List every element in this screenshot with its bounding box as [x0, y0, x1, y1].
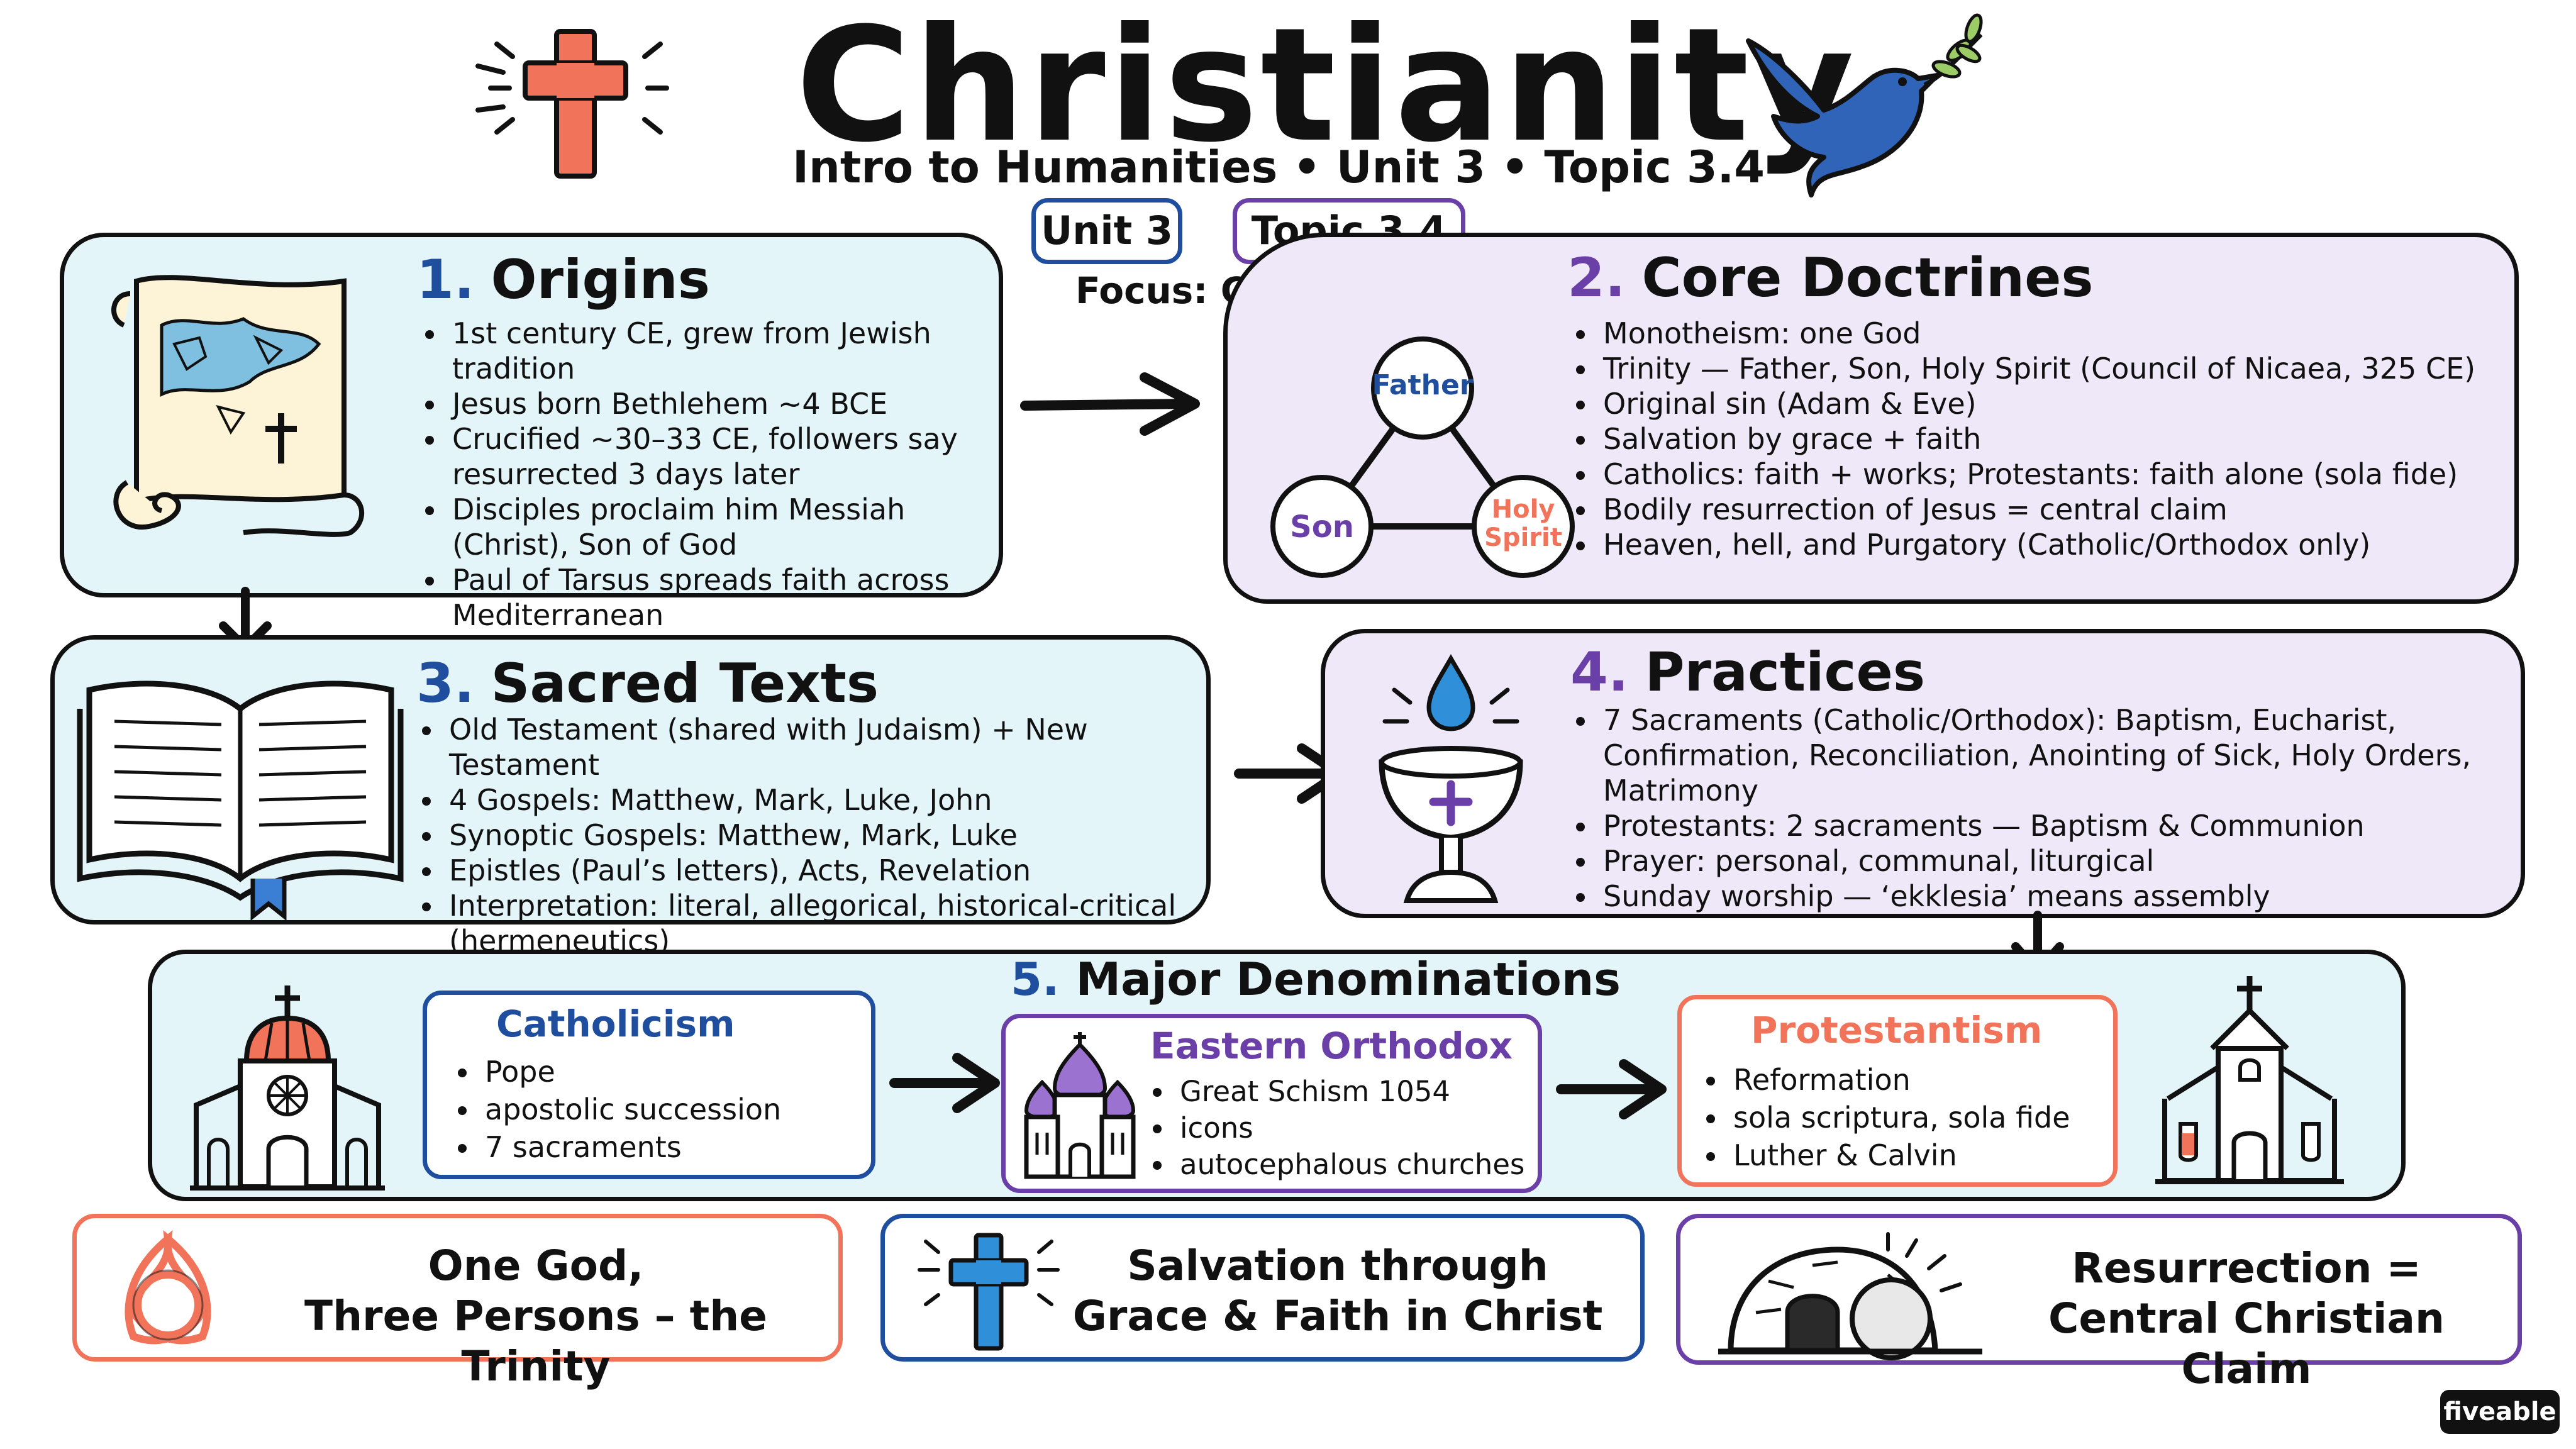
list-item: Jesus born Bethlehem ~4 BCE — [447, 386, 1013, 421]
triquetra-icon — [125, 1230, 211, 1345]
trinity-diagram — [1270, 336, 1575, 578]
arrow-right-icon — [1020, 372, 1200, 436]
orthodox-list: Great Schism 1054 icons autocephalous ch… — [1147, 1074, 1565, 1183]
onion-dome-church-icon — [1024, 1032, 1136, 1179]
list-item: Synoptic Gospels: Matthew, Mark, Luke — [444, 818, 1230, 853]
catholicism-list: Pope apostolic succession 7 sacraments — [452, 1053, 882, 1166]
texts-list: Old Testament (shared with Judaism) + Ne… — [416, 712, 1230, 958]
doctrines-title: 2.Core Doctrines — [1567, 247, 2094, 309]
list-item: icons — [1175, 1110, 1565, 1146]
orthodox-title: Eastern Orthodox — [1150, 1024, 1513, 1067]
trinity-summary-line-1: One God, — [428, 1241, 644, 1290]
father-node — [1371, 336, 1474, 440]
list-item: 7 sacraments — [480, 1128, 882, 1166]
spirit-label-1: Holy — [1491, 495, 1555, 524]
list-item: Old Testament (shared with Judaism) + Ne… — [444, 712, 1230, 782]
doctrines-list: Monotheism: one God Trinity — Father, So… — [1570, 316, 2529, 562]
page-subtitle: Intro to Humanities • Unit 3 • Topic 3.4 — [792, 142, 1765, 193]
practices-panel: 4.Practices 7 Sacraments (Catholic/Ortho… — [1321, 629, 2525, 918]
protestantism-title: Protestantism — [1751, 1009, 2043, 1052]
list-item: Catholics: faith + works; Protestants: f… — [1598, 457, 2529, 492]
orthodox-box: Eastern Orthodox Great Schism 1054 icons… — [1001, 1014, 1542, 1193]
cross-icon — [475, 29, 669, 179]
list-item: Paul of Tarsus spreads faith across Medi… — [447, 562, 1013, 633]
origins-panel: 1.Origins 1st century CE, grew from Jewi… — [60, 233, 1003, 632]
page-title: Christianity — [796, 0, 1857, 177]
texts-title: 3.Sacred Texts — [416, 652, 879, 715]
dove-icon — [1746, 13, 1983, 197]
trinity-summary-box: One God, Three Persons – the Trinity — [72, 1214, 843, 1391]
list-item: 7 Sacraments (Catholic/Orthodox): Baptis… — [1598, 702, 2504, 808]
practices-list: 7 Sacraments (Catholic/Orthodox): Baptis… — [1570, 702, 2504, 914]
list-item: Trinity — Father, Son, Holy Spirit (Coun… — [1598, 351, 2529, 386]
list-item: autocephalous churches — [1175, 1146, 1565, 1183]
salvation-summary-box: Salvation through Grace & Faith in Chris… — [880, 1214, 1645, 1362]
list-item: Great Schism 1054 — [1175, 1074, 1565, 1110]
spirit-label-2: Spirit — [1484, 523, 1562, 552]
list-item: Reformation — [1728, 1061, 2131, 1099]
chalice-icon — [1379, 653, 1523, 903]
list-item: Interpretation: literal, allegorical, hi… — [444, 888, 1230, 958]
list-item: Disciples proclaim him Messiah (Christ),… — [447, 492, 1013, 562]
salvation-summary-line-2: Grace & Faith in Christ — [1072, 1292, 1603, 1340]
protestantism-list: Reformation sola scriptura, sola fide Lu… — [1701, 1061, 2131, 1174]
salvation-summary-line-1: Salvation through — [1127, 1241, 1548, 1290]
origins-title: 1.Origins — [416, 248, 710, 311]
list-item: Heaven, hell, and Purgatory (Catholic/Or… — [1598, 527, 2529, 562]
denominations-panel: 5.Major Denominations Catholicism Pope a… — [148, 950, 2406, 1201]
list-item: apostolic succession — [480, 1091, 882, 1128]
arrow-right-icon — [889, 1053, 1000, 1113]
catholicism-title: Catholicism — [496, 1002, 735, 1045]
list-item: Sunday worship — ‘ekklesia’ means assemb… — [1598, 879, 2504, 914]
cross-icon — [918, 1233, 1060, 1351]
arrow-right-icon — [1556, 1059, 1667, 1119]
list-item: Bodily resurrection of Jesus = central c… — [1598, 492, 2529, 527]
empty-tomb-icon — [1718, 1232, 1982, 1360]
scroll-map-icon — [111, 275, 364, 537]
resurrection-summary-line-1: Resurrection = — [2072, 1244, 2421, 1292]
trinity-summary-line-2: Three Persons – the Trinity — [304, 1292, 767, 1391]
list-item: Prayer: personal, communal, liturgical — [1598, 843, 2504, 879]
list-item: Original sin (Adam & Eve) — [1598, 386, 2529, 421]
origins-list: 1st century CE, grew from Jewish traditi… — [419, 316, 1013, 633]
protestantism-box: Protestantism Reformation sola scriptura… — [1677, 995, 2118, 1187]
texts-panel: 3.Sacred Texts Old Testament (shared wit… — [50, 635, 1211, 958]
list-item: 1st century CE, grew from Jewish traditi… — [447, 316, 1013, 386]
doctrines-panel: Father Son Holy Spirit 2.Core Doctrines … — [1223, 233, 2519, 604]
son-node — [1270, 475, 1374, 578]
list-item: Epistles (Paul’s letters), Acts, Revelat… — [444, 853, 1230, 888]
list-item: Protestants: 2 sacraments — Baptism & Co… — [1598, 808, 2504, 843]
brand-logo: fiveable — [2440, 1390, 2560, 1434]
spirit-node — [1472, 475, 1575, 578]
list-item: Monotheism: one God — [1598, 316, 2529, 351]
list-item: sola scriptura, sola fide — [1728, 1099, 2131, 1136]
unit-tag: Unit 3 — [1031, 198, 1182, 264]
resurrection-summary-box: Resurrection = Central Christian Claim — [1676, 1214, 2522, 1393]
practices-title: 4.Practices — [1570, 641, 1926, 704]
list-item: Luther & Calvin — [1728, 1136, 2131, 1174]
list-item: Pope — [480, 1053, 882, 1091]
son-label: Son — [1290, 509, 1354, 545]
bible-icon — [77, 680, 404, 921]
cathedral-icon — [190, 985, 385, 1191]
father-label: Father — [1372, 369, 1474, 401]
denominations-title: 5.Major Denominations — [1011, 953, 1621, 1006]
list-item: Crucified ~30–33 CE, followers say resur… — [447, 421, 1013, 492]
catholicism-box: Catholicism Pope apostolic succession 7 … — [423, 991, 875, 1179]
list-item: Salvation by grace + faith — [1598, 421, 2529, 457]
list-item: 4 Gospels: Matthew, Mark, Luke, John — [444, 782, 1230, 818]
chapel-icon — [2155, 976, 2344, 1184]
resurrection-summary-line-2: Central Christian Claim — [2048, 1294, 2445, 1393]
